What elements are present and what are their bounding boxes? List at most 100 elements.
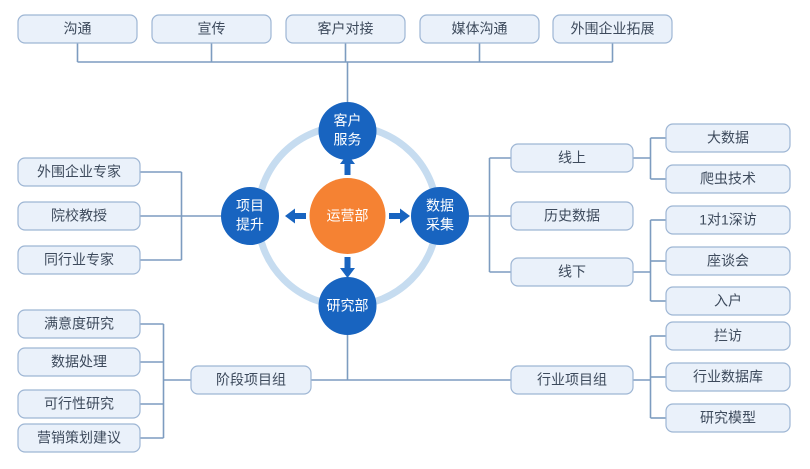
industry-child-box-2[interactable]: 行业数据库 — [665, 362, 791, 392]
offline-child-box-3-rect[interactable] — [665, 286, 791, 316]
online-child-box-1-label: 大数据 — [707, 130, 749, 146]
branch-node-customer-service-circle[interactable] — [318, 102, 377, 160]
top-row-box-1[interactable]: 沟通 — [17, 14, 138, 44]
stage-child-box-4-label: 营销策划建议 — [37, 430, 121, 446]
center-node-label: 运营部 — [327, 208, 369, 224]
top-row-box-2-label: 宣传 — [198, 21, 226, 37]
right-group-mid: 线上 历史数据 线下 — [510, 143, 634, 287]
right-group-box-offline-label: 线下 — [558, 264, 586, 280]
arrow-down-icon — [340, 257, 355, 278]
top-row-group: 沟通 宣传 客户对接 媒体沟通 外围企业拓展 — [17, 14, 673, 44]
stage-child-box-2[interactable]: 数据处理 — [17, 347, 141, 377]
online-child-box-2-label: 爬虫技术 — [700, 171, 756, 187]
arrow-left-icon — [285, 208, 306, 224]
top-row-box-5-rect[interactable] — [552, 14, 673, 44]
top-row-box-2[interactable]: 宣传 — [151, 14, 272, 44]
offline-child-box-2-label: 座谈会 — [707, 253, 749, 269]
left-group-box-3[interactable]: 同行业专家 — [17, 245, 141, 275]
left-group-box-2-label: 院校教授 — [51, 208, 107, 224]
right-group-box-online[interactable]: 线上 — [510, 143, 634, 173]
branch-node-customer-service[interactable]: 客户 服务 — [318, 102, 377, 160]
industry-child-box-3-label: 研究模型 — [700, 410, 756, 426]
right-group-box-history[interactable]: 历史数据 — [510, 201, 634, 231]
right-group-box-history-rect[interactable] — [510, 201, 634, 231]
offline-child-box-2-rect[interactable] — [665, 246, 791, 276]
stage-project-group-box-rect[interactable] — [190, 365, 312, 395]
industry-child-box-3-rect[interactable] — [665, 403, 791, 433]
stage-child-box-4-rect[interactable] — [17, 423, 141, 453]
stage-child-box-2-rect[interactable] — [17, 347, 141, 377]
left-group-box-3-rect[interactable] — [17, 245, 141, 275]
offline-child-box-2[interactable]: 座谈会 — [665, 246, 791, 276]
branch-node-research-dept-circle[interactable] — [318, 277, 377, 335]
left-group-box-1[interactable]: 外围企业专家 — [17, 157, 141, 187]
stage-project-group-box[interactable]: 阶段项目组 — [190, 365, 312, 395]
offline-child-box-1[interactable]: 1对1深访 — [665, 205, 791, 235]
top-row-box-1-rect[interactable] — [17, 14, 138, 44]
industry-child-box-3[interactable]: 研究模型 — [665, 403, 791, 433]
branch-node-data-collection-circle[interactable] — [411, 187, 469, 245]
branch-node-data-collection[interactable]: 数据 采集 — [411, 187, 469, 245]
top-row-box-3-label: 客户对接 — [318, 21, 374, 37]
left-group-box-2[interactable]: 院校教授 — [17, 201, 141, 231]
right-group-box-offline[interactable]: 线下 — [510, 257, 634, 287]
left-group-box-2-rect[interactable] — [17, 201, 141, 231]
branch-node-customer-service-label-line2: 服务 — [334, 132, 362, 148]
left-group-box-1-label: 外围企业专家 — [37, 164, 121, 180]
top-row-box-5[interactable]: 外围企业拓展 — [552, 14, 673, 44]
center-node-circle[interactable] — [309, 178, 386, 254]
industry-project-group-box-rect[interactable] — [510, 365, 634, 395]
industry-child-box-2-label: 行业数据库 — [693, 369, 763, 385]
branch-node-project-improvement-label-line2: 提升 — [236, 217, 264, 233]
industry-child-box-1[interactable]: 拦访 — [665, 321, 791, 351]
top-row-box-3[interactable]: 客户对接 — [285, 14, 406, 44]
stage-child-box-2-label: 数据处理 — [51, 354, 107, 370]
branch-node-project-improvement[interactable]: 项目 提升 — [221, 187, 279, 245]
offline-child-box-3[interactable]: 入户 — [665, 286, 791, 316]
stage-project-group-box-label: 阶段项目组 — [216, 372, 286, 388]
online-child-box-2[interactable]: 爬虫技术 — [665, 164, 791, 194]
branch-node-data-collection-label-line2: 采集 — [426, 217, 454, 233]
right-group-box-offline-rect[interactable] — [510, 257, 634, 287]
industry-child-box-2-rect[interactable] — [665, 362, 791, 392]
online-child-box-1[interactable]: 大数据 — [665, 123, 791, 153]
industry-project-group-box-label: 行业项目组 — [537, 372, 607, 388]
industry-child-box-1-label: 拦访 — [714, 328, 742, 344]
stage-child-box-1-rect[interactable] — [17, 309, 141, 339]
stage-child-box-3[interactable]: 可行性研究 — [17, 389, 141, 419]
branch-node-project-improvement-circle[interactable] — [221, 187, 279, 245]
stage-child-box-3-rect[interactable] — [17, 389, 141, 419]
top-row-box-2-rect[interactable] — [151, 14, 272, 44]
offline-child-box-1-rect[interactable] — [665, 205, 791, 235]
left-group: 外围企业专家 院校教授 同行业专家 — [17, 157, 141, 275]
connector-layer — [76, 43, 666, 439]
offline-child-box-3-label: 入户 — [714, 293, 742, 309]
bottom-left-group: 阶段项目组 满意度研究 数据处理 可行性研究 营销策划建议 — [17, 309, 312, 453]
right-group-box-online-rect[interactable] — [510, 143, 634, 173]
stage-child-box-1-label: 满意度研究 — [44, 316, 114, 332]
online-child-box-1-rect[interactable] — [665, 123, 791, 153]
arrow-right-icon — [389, 208, 410, 224]
top-row-box-4-rect[interactable] — [419, 14, 540, 44]
online-child-box-2-rect[interactable] — [665, 164, 791, 194]
branch-node-research-dept-label: 研究部 — [327, 298, 369, 314]
stage-child-box-4[interactable]: 营销策划建议 — [17, 423, 141, 453]
top-row-box-4-label: 媒体沟通 — [452, 21, 508, 37]
top-row-box-5-label: 外围企业拓展 — [571, 21, 655, 37]
industry-project-group-box[interactable]: 行业项目组 — [510, 365, 634, 395]
bottom-right-group: 行业项目组 拦访 行业数据库 研究模型 — [510, 321, 791, 433]
industry-child-box-1-rect[interactable] — [665, 321, 791, 351]
offline-child-box-1-label: 1对1深访 — [699, 212, 757, 228]
branch-node-data-collection-label-line1: 数据 — [426, 198, 454, 214]
top-row-box-3-rect[interactable] — [285, 14, 406, 44]
branch-node-project-improvement-label-line1: 项目 — [236, 198, 264, 214]
branch-node-customer-service-label-line1: 客户 — [334, 113, 362, 129]
stage-child-box-1[interactable]: 满意度研究 — [17, 309, 141, 339]
left-group-box-3-label: 同行业专家 — [44, 252, 114, 268]
branch-node-research-dept[interactable]: 研究部 — [318, 277, 377, 335]
center-node[interactable]: 运营部 — [309, 178, 386, 254]
top-row-box-4[interactable]: 媒体沟通 — [419, 14, 540, 44]
left-group-box-1-rect[interactable] — [17, 157, 141, 187]
